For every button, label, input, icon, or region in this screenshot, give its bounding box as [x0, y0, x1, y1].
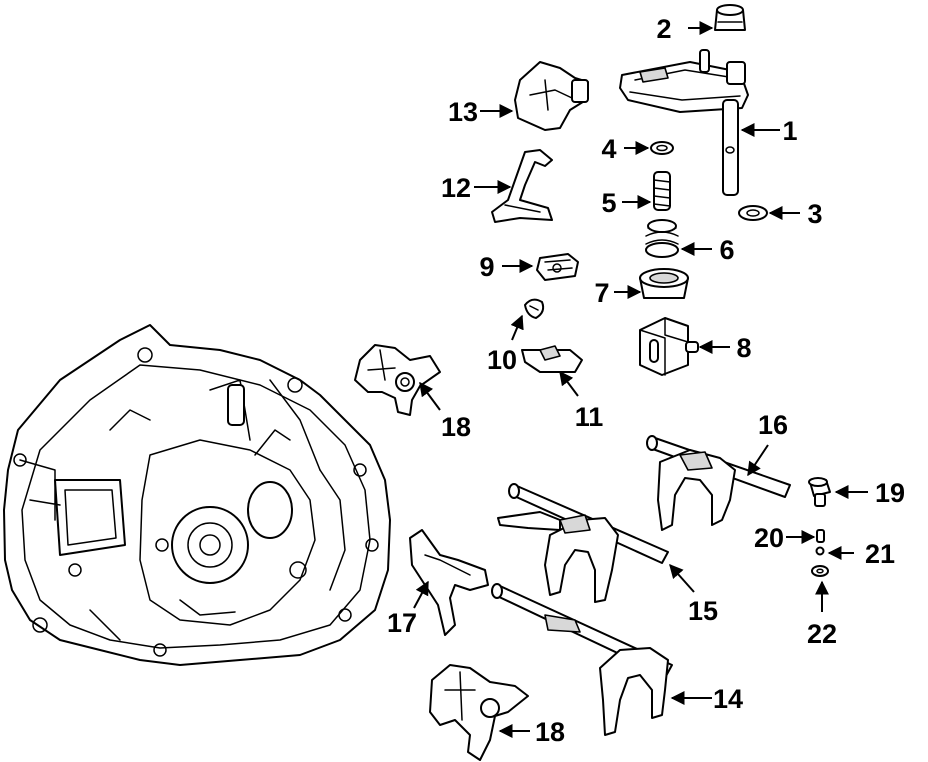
part-18-bracket-upper — [354, 344, 441, 416]
part-6-spring — [645, 219, 679, 258]
callout-20: 20 — [754, 523, 784, 553]
callout-19: 19 — [875, 478, 905, 508]
part-3-washer — [738, 205, 768, 221]
part-19-bolt — [808, 477, 831, 507]
callout-10: 10 — [487, 345, 517, 375]
part-13-switch — [514, 61, 589, 131]
callout-13: 13 — [448, 97, 478, 127]
part-2-cap — [714, 4, 746, 31]
transmission-case — [3, 324, 391, 666]
callout-15: 15 — [688, 596, 718, 626]
part-1-shift-lever — [619, 49, 749, 196]
part-14-fork — [491, 583, 673, 736]
callout-7: 7 — [594, 278, 609, 308]
callout-5: 5 — [601, 188, 616, 218]
part-17-shift-piece — [409, 529, 489, 636]
callout-2: 2 — [656, 14, 671, 44]
part-4-ring — [650, 141, 674, 155]
callout-4: 4 — [601, 134, 616, 164]
part-18-bracket-lower — [429, 664, 529, 761]
callout-1: 1 — [782, 116, 797, 146]
part-5-spring — [653, 171, 671, 211]
part-16-fork — [646, 435, 791, 531]
part-9-detent — [536, 253, 579, 281]
callout-9: 9 — [479, 252, 494, 282]
callout-21: 21 — [865, 539, 895, 569]
callout-16: 16 — [758, 410, 788, 440]
part-21-ball — [815, 546, 825, 556]
callout-18-upper: 18 — [441, 412, 471, 442]
part-22-washer — [811, 565, 829, 577]
part-7-seal — [639, 268, 689, 299]
part-11-bracket — [521, 345, 583, 373]
callout-12: 12 — [441, 173, 471, 203]
callout-8: 8 — [736, 333, 751, 363]
callout-11: 11 — [575, 402, 604, 432]
part-12-lever — [491, 149, 553, 223]
callout-22: 22 — [807, 619, 837, 649]
callout-14: 14 — [713, 684, 743, 714]
callout-17: 17 — [387, 608, 417, 638]
callout-18-lower: 18 — [535, 717, 565, 747]
callout-3: 3 — [807, 199, 822, 229]
callout-labels: 2 1 3 4 5 6 7 8 9 10 11 12 13 14 15 16 1… — [387, 14, 905, 747]
part-8-block — [639, 317, 699, 376]
part-15-fork — [497, 483, 669, 603]
callout-6: 6 — [719, 235, 734, 265]
part-20-pin — [816, 529, 825, 543]
leader-arrows — [413, 21, 868, 738]
part-10-clip — [524, 298, 545, 319]
